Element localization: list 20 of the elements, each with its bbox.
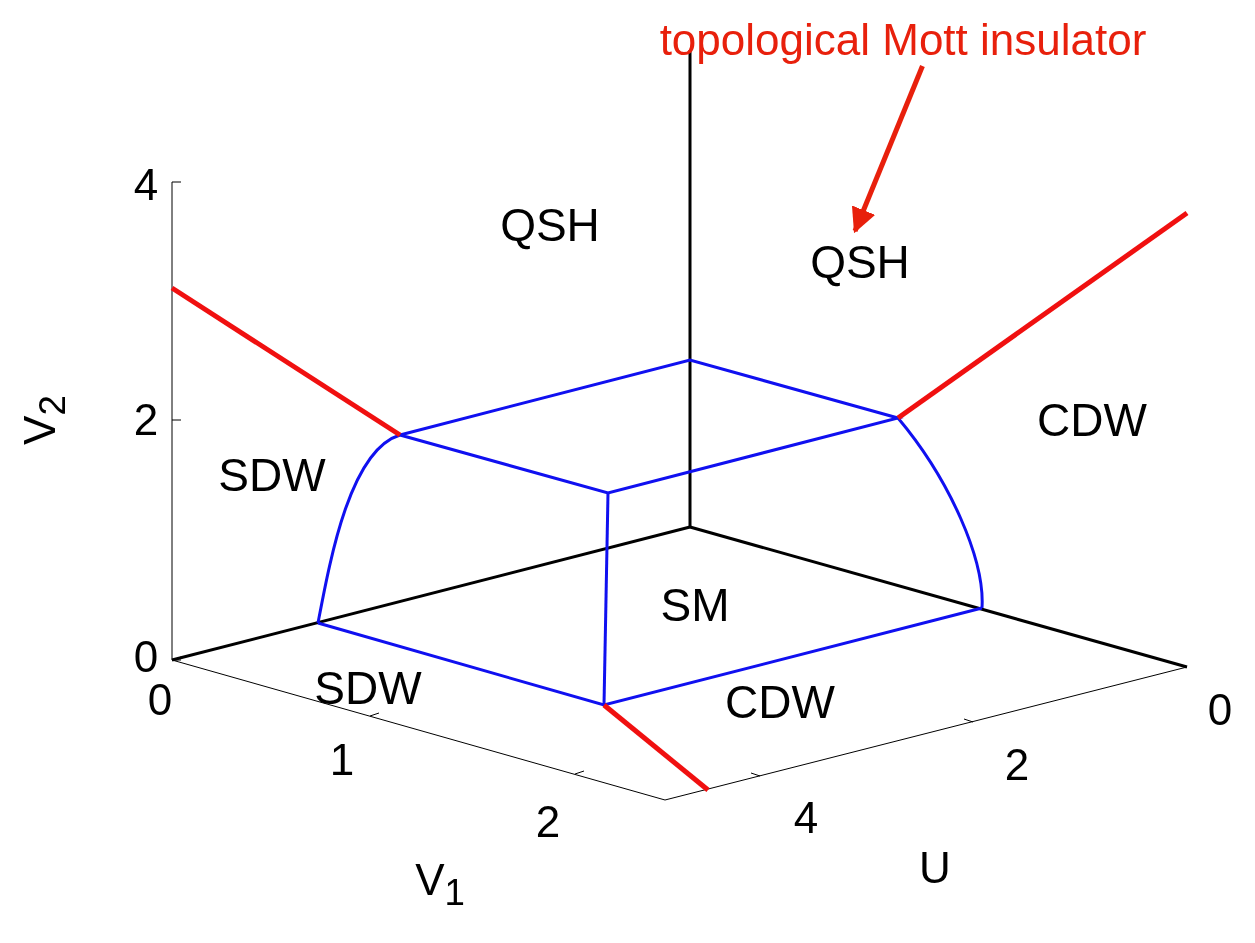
tick-label: 2	[133, 398, 159, 442]
axis-label: V$_{1}$	[415, 858, 465, 912]
phase-label: SDW	[314, 665, 422, 711]
tick-label: 0	[1207, 688, 1233, 732]
tick-label: 2	[1004, 743, 1030, 787]
tick-label: 0	[147, 678, 173, 722]
phase-label: QSH	[810, 239, 910, 285]
tick-label: 4	[793, 796, 819, 840]
axis-label: U	[919, 846, 951, 890]
phase-label: QSH	[500, 202, 600, 248]
tick-label: 2	[535, 800, 561, 844]
phase-label: SM	[660, 582, 730, 628]
arrow	[851, 65, 925, 234]
phase-label: CDW	[1037, 397, 1147, 443]
phase-label: SDW	[218, 452, 326, 498]
annotation-text: topological Mott insulator	[659, 18, 1147, 62]
tick-label: 1	[329, 738, 355, 782]
phase-label: CDW	[725, 679, 835, 725]
tick-label: 0	[133, 635, 159, 679]
tick-label: 4	[133, 163, 159, 207]
